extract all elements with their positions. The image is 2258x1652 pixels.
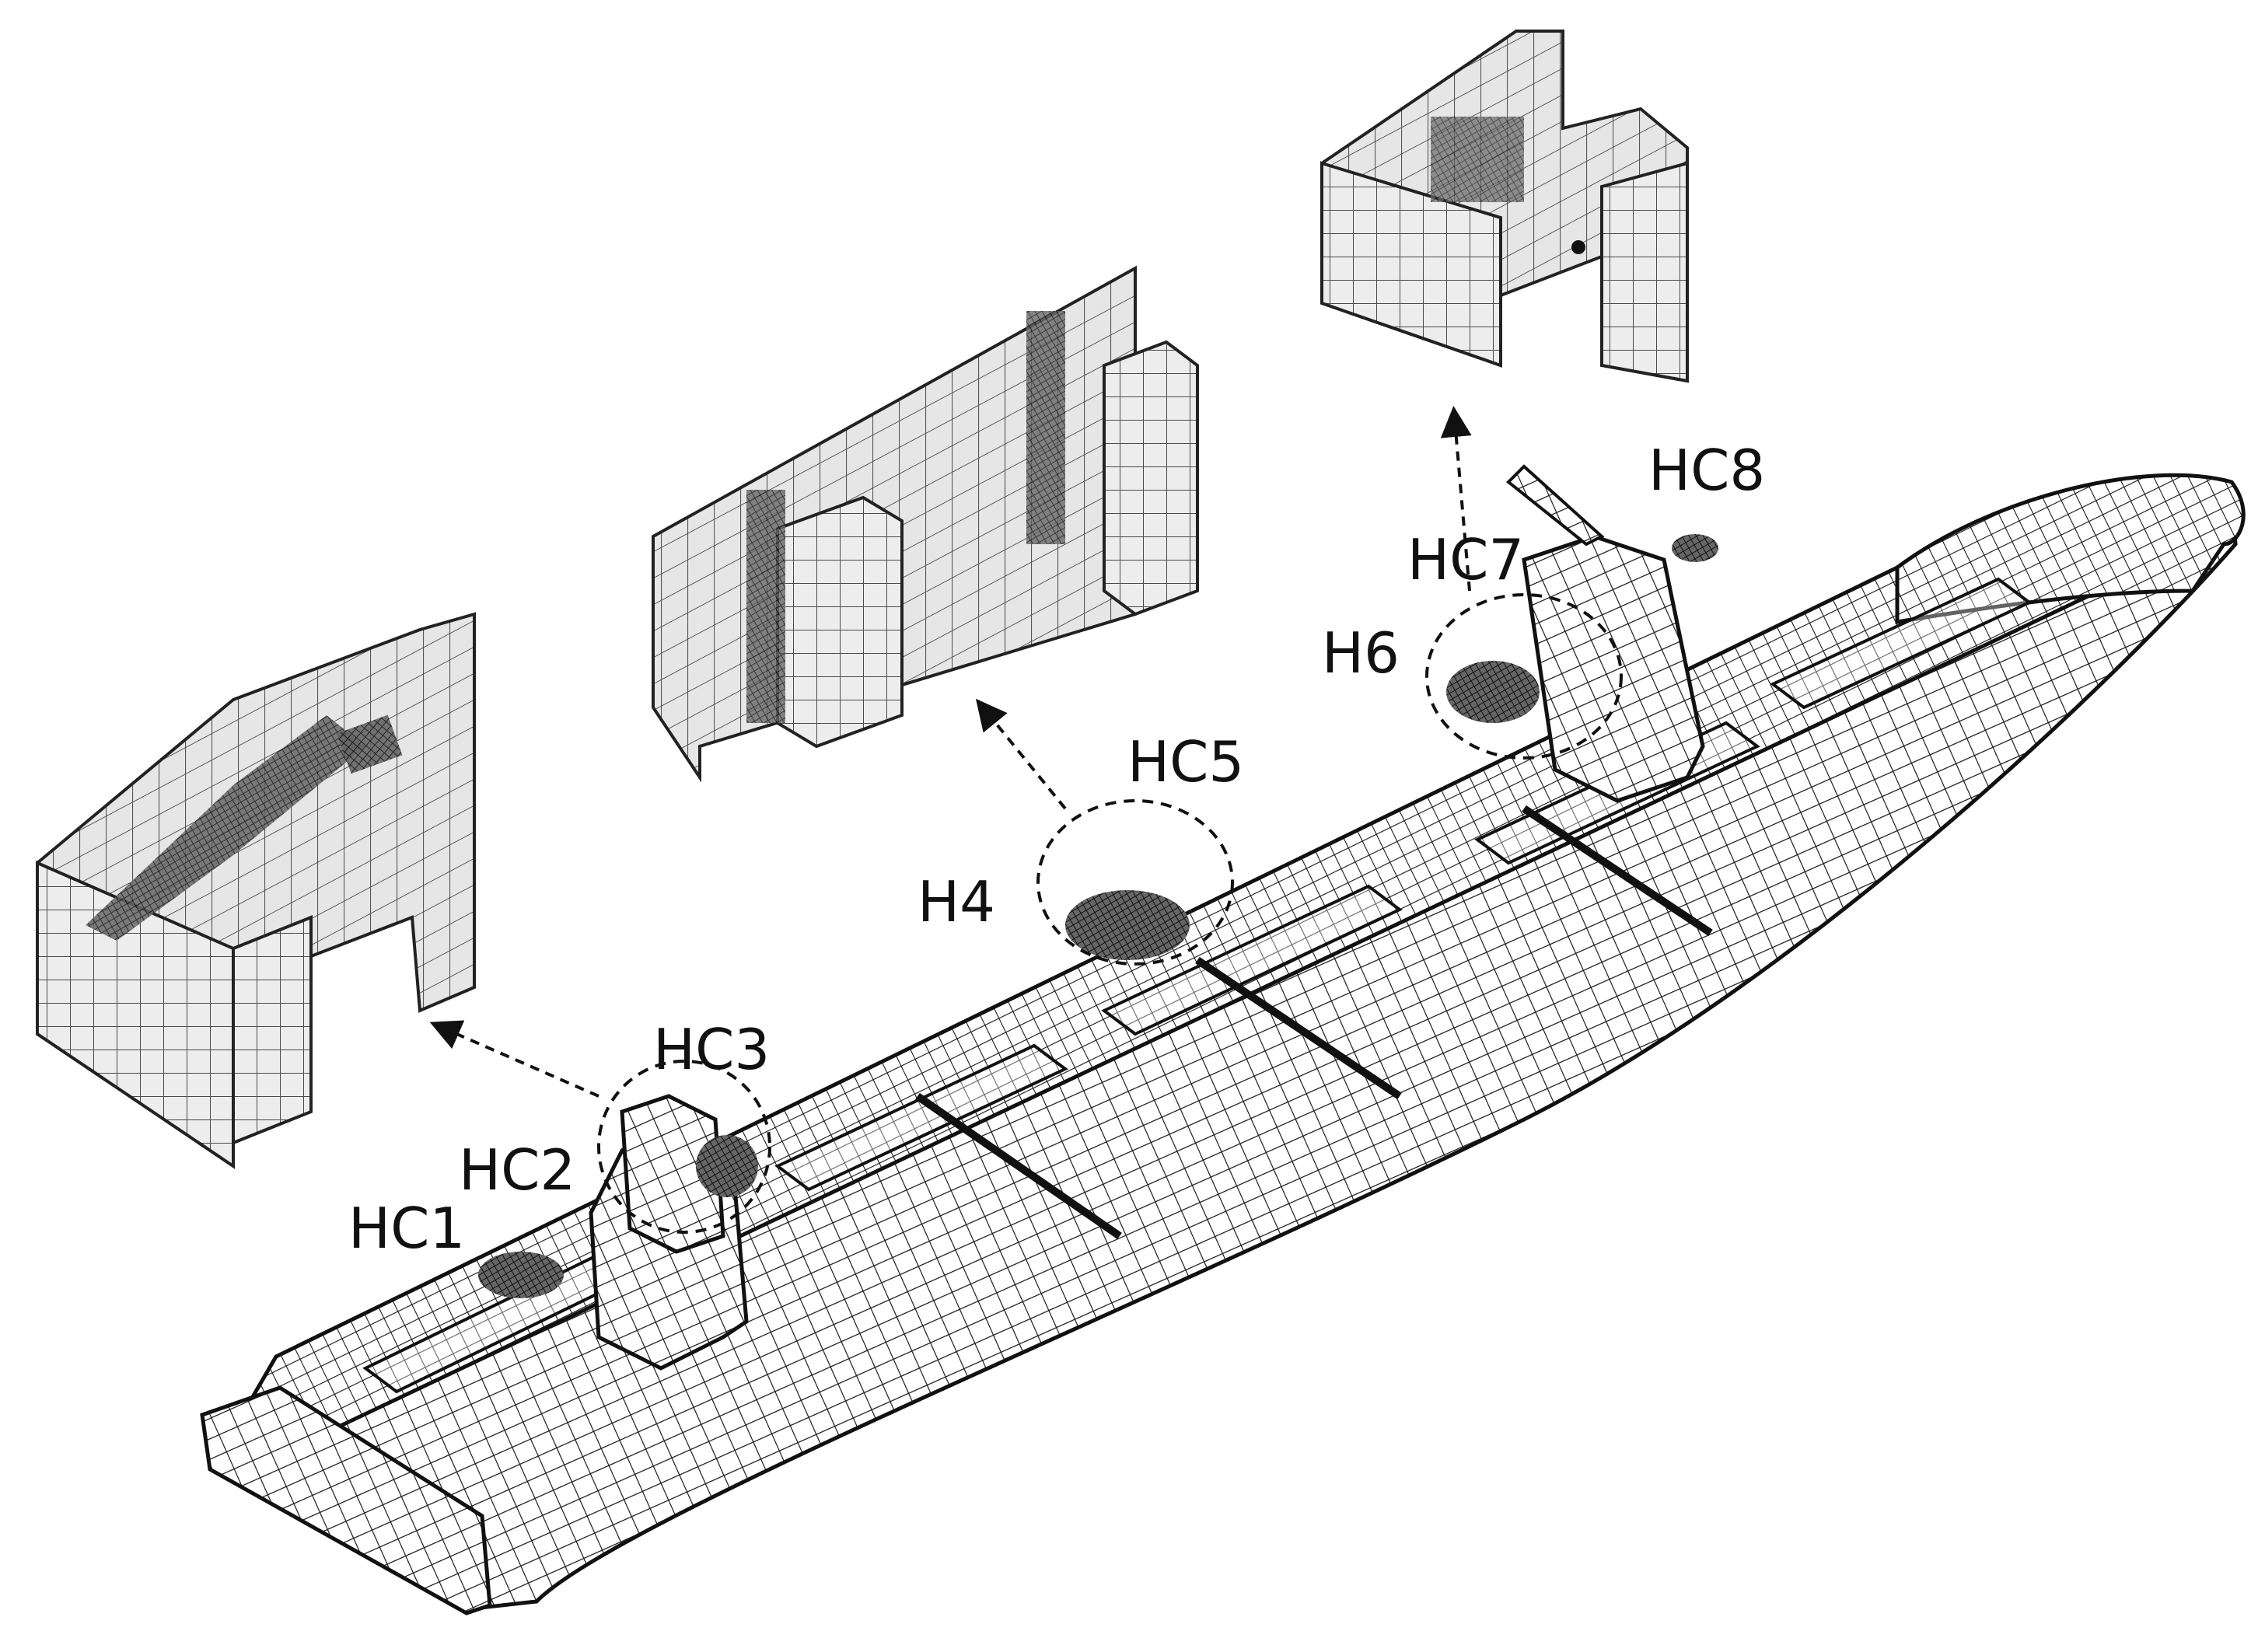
hotspot-h6 bbox=[1446, 661, 1540, 723]
aft-detail-opening bbox=[336, 714, 403, 774]
label-hc3: HC3 bbox=[653, 1017, 770, 1082]
arrow-to-mid-detail bbox=[975, 698, 1067, 810]
arrow-to-aft-detail bbox=[429, 1020, 599, 1098]
mid-detail-dense-1 bbox=[746, 490, 785, 723]
callout-arrows bbox=[429, 406, 1472, 1098]
aft-detail-leg bbox=[232, 915, 313, 1145]
label-hc2: HC2 bbox=[459, 1137, 575, 1203]
label-h6: H6 bbox=[1322, 620, 1400, 686]
ship-hull-mesh bbox=[200, 464, 2246, 1615]
hotspot-hc5 bbox=[1065, 890, 1190, 960]
callout-circle-mid bbox=[1036, 799, 1234, 966]
fore-hold-detail-mesh bbox=[1320, 30, 1689, 383]
aft-detail-bracket bbox=[86, 715, 365, 941]
mid-detail-block-left bbox=[776, 495, 904, 749]
bulkhead-lines bbox=[915, 805, 1713, 1240]
hotspot-hc1 bbox=[478, 1252, 564, 1298]
fore-detail-side-face bbox=[1600, 161, 1689, 383]
location-labels: HC1 HC2 HC3 H4 HC5 H6 HC7 HC8 bbox=[348, 438, 1765, 1261]
callout-circle-fwd bbox=[1425, 593, 1623, 760]
arrow-to-fwd-detail bbox=[1440, 406, 1472, 592]
label-hc5: HC5 bbox=[1127, 729, 1244, 795]
mid-detail-dense-2 bbox=[1026, 311, 1065, 544]
midship-hold-detail-mesh bbox=[652, 265, 1199, 783]
hotspot-hc3 bbox=[696, 1135, 758, 1197]
fore-detail-node bbox=[1571, 240, 1585, 254]
fore-mast bbox=[1506, 464, 1605, 547]
hotspot-hc8 bbox=[1672, 534, 1718, 562]
fore-detail-dense bbox=[1431, 117, 1524, 202]
hull-stern-transom bbox=[200, 1385, 492, 1615]
aft-funnel bbox=[620, 1094, 725, 1254]
aft-hold-detail-mesh bbox=[36, 612, 476, 1169]
label-hc1: HC1 bbox=[348, 1196, 465, 1261]
mid-detail-block-right bbox=[1103, 340, 1199, 616]
aft-detail-front-face bbox=[36, 860, 235, 1169]
label-h4: H4 bbox=[918, 869, 995, 934]
callout-circles bbox=[597, 593, 1623, 1234]
callout-circle-aft bbox=[597, 1060, 771, 1234]
label-hc7: HC7 bbox=[1407, 527, 1524, 592]
label-hc8: HC8 bbox=[1648, 438, 1765, 503]
